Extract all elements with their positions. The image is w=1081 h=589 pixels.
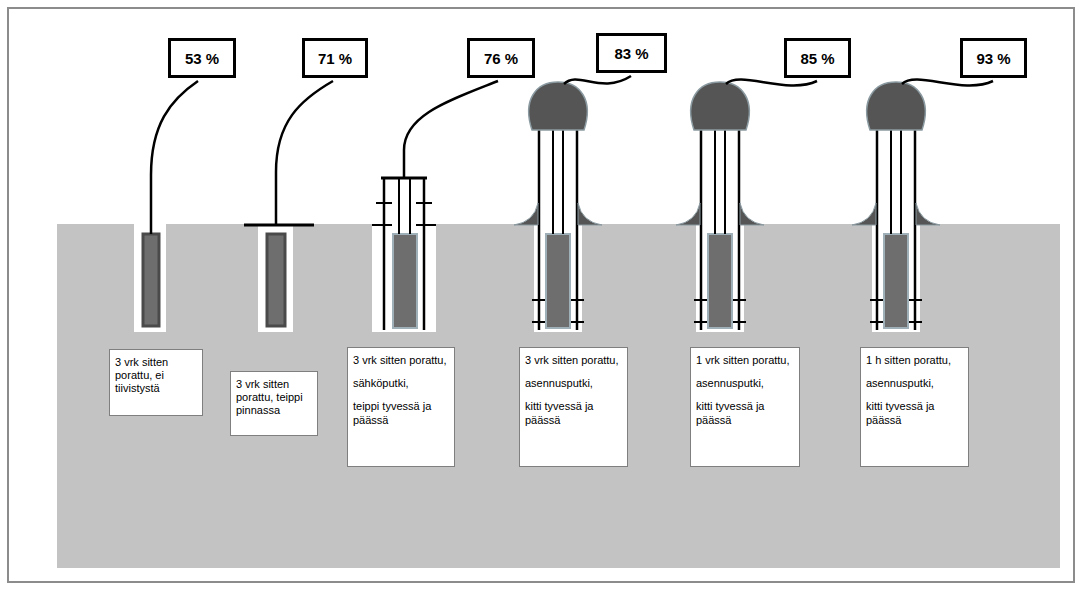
description-text: teippi tyvessä ja päässä — [353, 400, 449, 426]
description-box: 3 vrk sitten porattu, asennusputki, kitti … — [519, 347, 628, 467]
percent-box: 83 % — [596, 33, 667, 73]
description-text: asennusputki, — [866, 377, 963, 390]
description-text: asennusputki, — [696, 377, 794, 390]
description-box: 3 vrk sitten porattu, ei tiivistystä — [109, 349, 203, 416]
percent-value: 71 % — [318, 50, 352, 67]
description-text: kitti tyvessä ja päässä — [525, 400, 622, 426]
description-text: 1 h sitten porattu, — [866, 354, 963, 367]
description-text: kitti tyvessä ja päässä — [696, 400, 794, 426]
percent-box: 76 % — [467, 38, 535, 78]
sensor-setup — [676, 80, 817, 332]
description-box: 3 vrk sitten porattu, teippi pinnassa — [230, 371, 318, 436]
description-text: 3 vrk sitten porattu, — [353, 354, 449, 367]
description-text: 3 vrk sitten porattu, — [525, 354, 622, 367]
sensor-setup — [244, 81, 333, 332]
percent-box: 71 % — [302, 38, 368, 78]
sensor-setup — [852, 80, 993, 332]
description-text: 1 vrk sitten porattu, — [696, 354, 794, 367]
sensor-setup — [514, 76, 631, 332]
percent-value: 83 % — [614, 45, 648, 62]
percent-value: 85 % — [800, 50, 834, 67]
description-text: 3 vrk sitten porattu, teippi pinnassa — [236, 378, 312, 418]
description-text: kitti tyvessä ja päässä — [866, 400, 963, 426]
percent-value: 53 % — [185, 50, 219, 67]
concrete-block — [57, 224, 1060, 568]
frame — [8, 8, 1074, 582]
description-text: asennusputki, — [525, 377, 622, 390]
sensor-setup — [134, 81, 198, 332]
description-text: 3 vrk sitten porattu, ei tiivistystä — [115, 356, 197, 396]
description-box: 3 vrk sitten porattu, sähköputki, teippi t… — [347, 347, 455, 467]
description-box: 1 vrk sitten porattu, asennusputki, kitti … — [690, 347, 800, 467]
percent-value: 76 % — [484, 50, 518, 67]
percent-box: 53 % — [168, 38, 236, 78]
description-text: sähköputki, — [353, 377, 449, 390]
percent-box: 85 % — [784, 38, 851, 78]
sensor-setup — [372, 81, 498, 332]
percent-box: 93 % — [960, 38, 1027, 78]
description-box: 1 h sitten porattu, asennusputki, kitti ty… — [860, 347, 969, 467]
percent-value: 93 % — [976, 50, 1010, 67]
